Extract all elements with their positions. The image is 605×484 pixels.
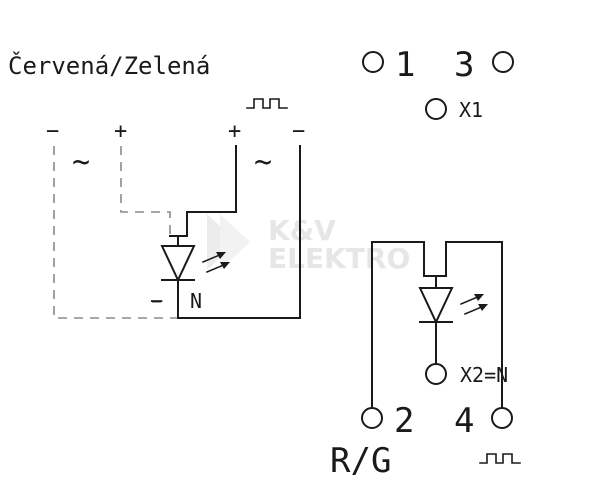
terminal-x1-circle: [425, 98, 447, 120]
terminal-x2-label: X2=N: [460, 363, 508, 387]
watermark-line2: ELEKTRO: [268, 242, 410, 275]
pol-minus-right: −: [292, 119, 305, 144]
pol-minus-left: −: [46, 119, 59, 144]
terminal-x1-label: X1: [459, 98, 483, 122]
terminal-1-circle: [362, 51, 384, 73]
led-diode-icon-left: [160, 235, 230, 283]
watermark: K&V ELEKTRO: [207, 214, 410, 275]
terminal-3-circle: [492, 51, 514, 73]
watermark-line1: K&V: [268, 214, 336, 247]
wire-terminal-4: [445, 241, 503, 409]
neg-label: −: [150, 289, 163, 314]
terminal-2-label: 2: [394, 401, 414, 441]
rg-label: R/G: [330, 441, 391, 481]
terminal-3-label: 3: [454, 45, 474, 85]
pol-plus-right: +: [228, 119, 241, 144]
led-diode-icon-right: [418, 287, 488, 325]
dashed-wire-inner: [120, 146, 171, 236]
terminal-2-circle: [361, 407, 383, 429]
terminal-1-label: 1: [395, 45, 415, 85]
wire-terminal-2: [371, 241, 425, 409]
solid-wire-plus: [186, 145, 237, 237]
terminal-4-label: 4: [454, 401, 474, 441]
ac-right: ~: [254, 145, 272, 180]
pulse-icon-top: [246, 98, 288, 109]
solid-wire-minus: [177, 145, 301, 319]
watermark-logo-icon: [207, 214, 250, 270]
terminal-x2-circle: [425, 363, 447, 385]
n-label: N: [190, 289, 202, 313]
pulse-icon-bottom: [479, 453, 521, 464]
terminal-4-circle: [491, 407, 513, 429]
ac-left: ~: [72, 145, 90, 180]
pol-plus-left: +: [114, 119, 127, 144]
diagram-title: Červená/Zelená: [8, 50, 210, 80]
